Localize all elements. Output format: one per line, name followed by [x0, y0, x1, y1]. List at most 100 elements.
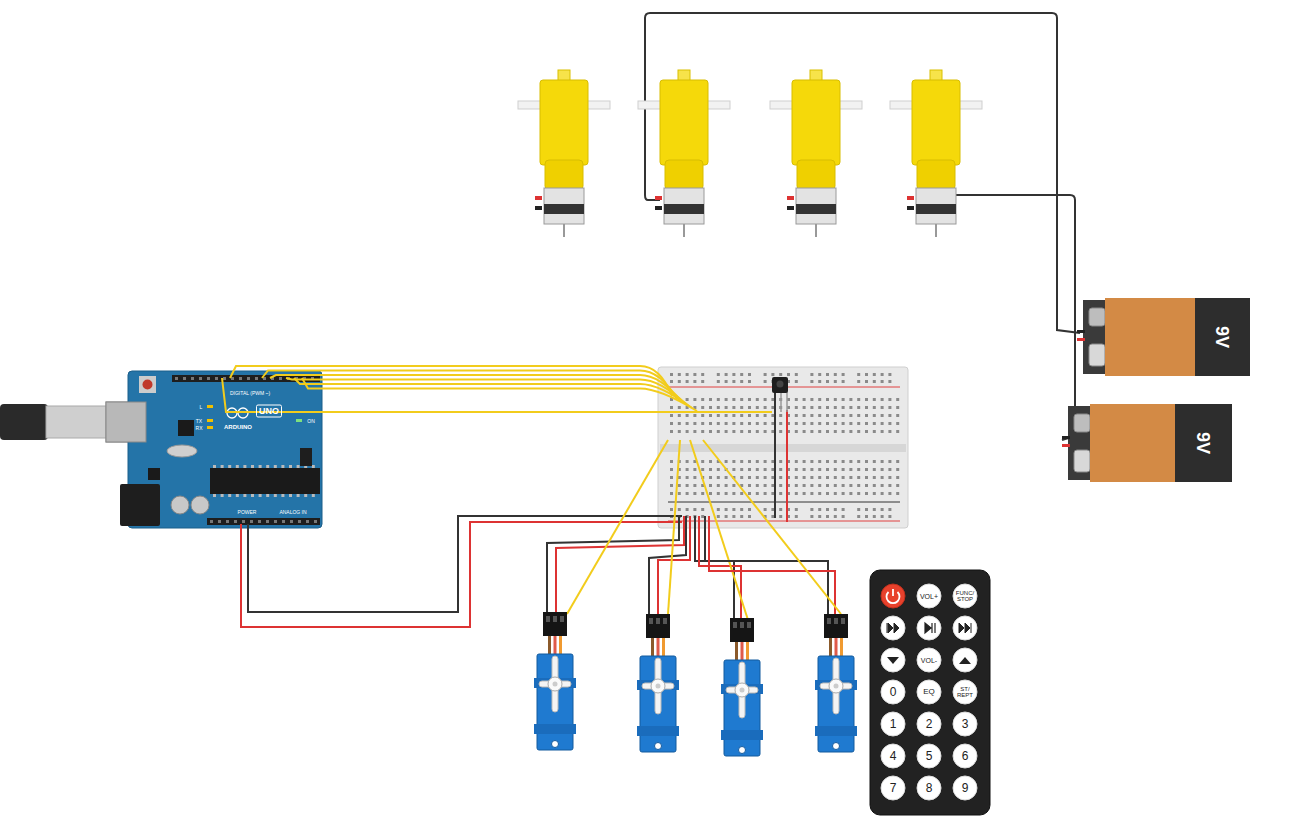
motor-terminal	[907, 206, 914, 210]
breadboard-gutter	[660, 444, 906, 452]
breadboard-hole	[795, 398, 798, 401]
breadboard-hole	[764, 460, 767, 463]
breadboard-hole	[732, 468, 735, 471]
breadboard-hole	[888, 476, 891, 479]
servo-motor	[637, 614, 679, 752]
breadboard-hole	[795, 508, 798, 511]
breadboard-hole	[810, 460, 813, 463]
breadboard-hole	[810, 414, 813, 417]
ic-pin	[221, 465, 224, 468]
remote-button	[881, 776, 905, 800]
motor-terminal	[655, 196, 662, 200]
breadboard-hole	[818, 460, 821, 463]
header-pin	[226, 520, 229, 523]
breadboard-hole	[803, 468, 806, 471]
breadboard-hole	[678, 414, 681, 417]
breadboard-hole	[748, 492, 751, 495]
breadboard-hole	[686, 398, 689, 401]
breadboard-hole	[818, 398, 821, 401]
plug-hole	[827, 618, 831, 624]
battery-terminal	[1089, 344, 1105, 366]
breadboard-hole	[709, 468, 712, 471]
breadboard-hole	[803, 492, 806, 495]
header-pin	[231, 377, 234, 380]
breadboard-hole	[810, 476, 813, 479]
button-label: 3	[962, 718, 969, 730]
rail-line	[668, 502, 900, 503]
breadboard-hole	[857, 414, 860, 417]
breadboard-hole	[849, 492, 852, 495]
breadboard-hole	[725, 430, 728, 433]
plug-hole	[733, 622, 737, 628]
battery-cap	[1083, 300, 1105, 374]
header-pin	[279, 377, 282, 380]
breadboard-hole	[896, 484, 899, 487]
servo-body	[724, 660, 760, 756]
breadboard-hole	[732, 422, 735, 425]
breadboard-hole	[818, 422, 821, 425]
breadboard-hole	[748, 515, 751, 518]
breadboard-hole	[678, 380, 681, 383]
breadboard-hole	[748, 414, 751, 417]
breadboard-hole	[764, 414, 767, 417]
remote-button	[953, 744, 977, 768]
breadboard-hole	[826, 380, 829, 383]
ic-pin	[259, 465, 262, 468]
ic-pin	[304, 494, 307, 497]
breadboard-hole	[771, 406, 774, 409]
breadboard-hole	[842, 406, 845, 409]
breadboard-hole	[717, 468, 720, 471]
header-pin	[290, 520, 293, 523]
breadboard-hole	[670, 476, 673, 479]
motor-gearbox	[660, 80, 708, 165]
breadboard-hole	[795, 515, 798, 518]
breadboard-hole	[849, 430, 852, 433]
breadboard-hole	[842, 430, 845, 433]
breadboard-hole	[678, 373, 681, 376]
motor-shaft	[683, 224, 685, 237]
breadboard-hole	[686, 380, 689, 383]
ic-pin	[297, 465, 300, 468]
breadboard-hole	[896, 460, 899, 463]
breadboard-hole	[717, 492, 720, 495]
breadboard-hole	[748, 508, 751, 511]
servo-lead	[559, 636, 562, 656]
wire	[774, 392, 776, 518]
breadboard-hole	[795, 414, 798, 417]
breadboard-hole	[748, 460, 751, 463]
led-label: ON	[307, 419, 315, 424]
breadboard-hole	[693, 468, 696, 471]
reset-button	[143, 380, 153, 390]
plug-hole	[656, 618, 660, 624]
sensor-leg	[786, 392, 788, 412]
motor-band	[796, 204, 836, 214]
motor-shaft	[815, 224, 817, 237]
breadboard-hole	[834, 515, 837, 518]
remote-button	[953, 776, 977, 800]
breadboard-hole	[896, 398, 899, 401]
breadboard-hole	[756, 414, 759, 417]
breadboard-hole	[771, 468, 774, 471]
button-label: VOL+	[920, 593, 938, 600]
motor-gearbox	[540, 80, 588, 165]
breadboard-hole	[803, 406, 806, 409]
battery-voltage: 9V	[1194, 432, 1212, 454]
breadboard-hole	[693, 414, 696, 417]
breadboard-hole	[670, 380, 673, 383]
breadboard-hole	[764, 508, 767, 511]
header-pin	[274, 520, 277, 523]
breadboard-hole	[693, 476, 696, 479]
plug-hole	[553, 616, 557, 622]
breadboard-hole	[803, 460, 806, 463]
sensor-lens	[777, 381, 784, 388]
breadboard-hole	[842, 414, 845, 417]
breadboard-hole	[888, 380, 891, 383]
battery-lead	[1062, 436, 1070, 439]
breadboard-hole	[740, 398, 743, 401]
breadboard-hole	[701, 508, 704, 511]
servo-lead	[829, 638, 832, 658]
servo-body	[818, 656, 854, 752]
led	[296, 419, 302, 422]
battery-terminal	[1089, 308, 1105, 326]
